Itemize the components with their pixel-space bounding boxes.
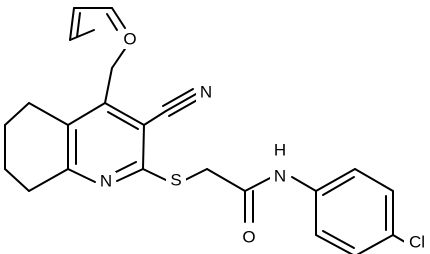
bond-nitrile-triple-3 (168, 98, 200, 117)
bond-c4-c3 (104, 102, 145, 126)
carbonyl-oxygen-label: O (242, 227, 255, 246)
bond-ch2-carbonyl (206, 168, 246, 192)
bond-c4-c3-double (107, 111, 139, 130)
bond-furan-c5-o (111, 7, 126, 29)
bond-c4a-c5 (28, 102, 69, 126)
bond-lines (4, 7, 411, 254)
bond-furan-quinoline (104, 67, 113, 104)
atom-labels: O N N S H N O Cl (96, 29, 429, 252)
bond-c3-c2 (142, 124, 145, 170)
thioether-sulfur-label: S (170, 170, 181, 189)
bond-n1-c8a (67, 168, 96, 183)
bond-aryl-1-double (322, 176, 355, 196)
bond-c5-c6 (4, 102, 30, 126)
amide-nitrogen-h-label: H (274, 140, 286, 159)
bond-nitrile-triple-1 (165, 93, 197, 112)
bond-aryl-1 (315, 168, 356, 192)
bond-c3-nitrile-carbon (143, 110, 167, 126)
furan-oxygen-label-background (120, 29, 140, 49)
bond-aryl-5-double (322, 230, 355, 249)
bond-c7-c8 (4, 168, 30, 192)
bond-c4a-c4 (67, 102, 106, 126)
bond-aryl-4 (356, 234, 394, 254)
amide-nitrogen-label-background (270, 166, 290, 186)
bond-furan-c3-c4-double (76, 12, 81, 38)
bond-c2-n1-double (115, 161, 137, 173)
thioether-sulfur-label-background (166, 171, 186, 191)
bond-nitrile-triple-2 (162, 88, 194, 107)
bond-aryl-2 (354, 168, 394, 192)
bond-c2-s (142, 168, 169, 182)
pyridine-nitrogen-label: N (100, 171, 112, 190)
bond-c2-n1 (116, 168, 144, 182)
bond-aryl-5 (315, 234, 354, 254)
pyridine-nitrogen-label-background (96, 172, 116, 192)
bond-furan-c2-c3 (69, 29, 95, 41)
amide-nitrogen-h-label-background (270, 140, 290, 160)
bond-carbonyl-nitrogen (244, 176, 273, 192)
carbonyl-oxygen-label-background (239, 227, 259, 247)
amide-nitrogen-label: N (274, 166, 286, 185)
nitrile-nitrogen-label: N (200, 82, 212, 101)
chlorine-label: Cl (409, 232, 425, 251)
bond-s-ch2 (182, 168, 208, 182)
chlorine-label-background (404, 232, 429, 252)
furan-oxygen-label: O (123, 29, 136, 48)
nitrile-nitrogen-label-background (196, 83, 216, 103)
bond-furan-c3-c4 (69, 7, 75, 41)
bond-furan-c5-o-double (106, 13, 118, 31)
bond-c8-c8a (28, 168, 69, 192)
bond-nitrogen-aryl (291, 176, 317, 192)
